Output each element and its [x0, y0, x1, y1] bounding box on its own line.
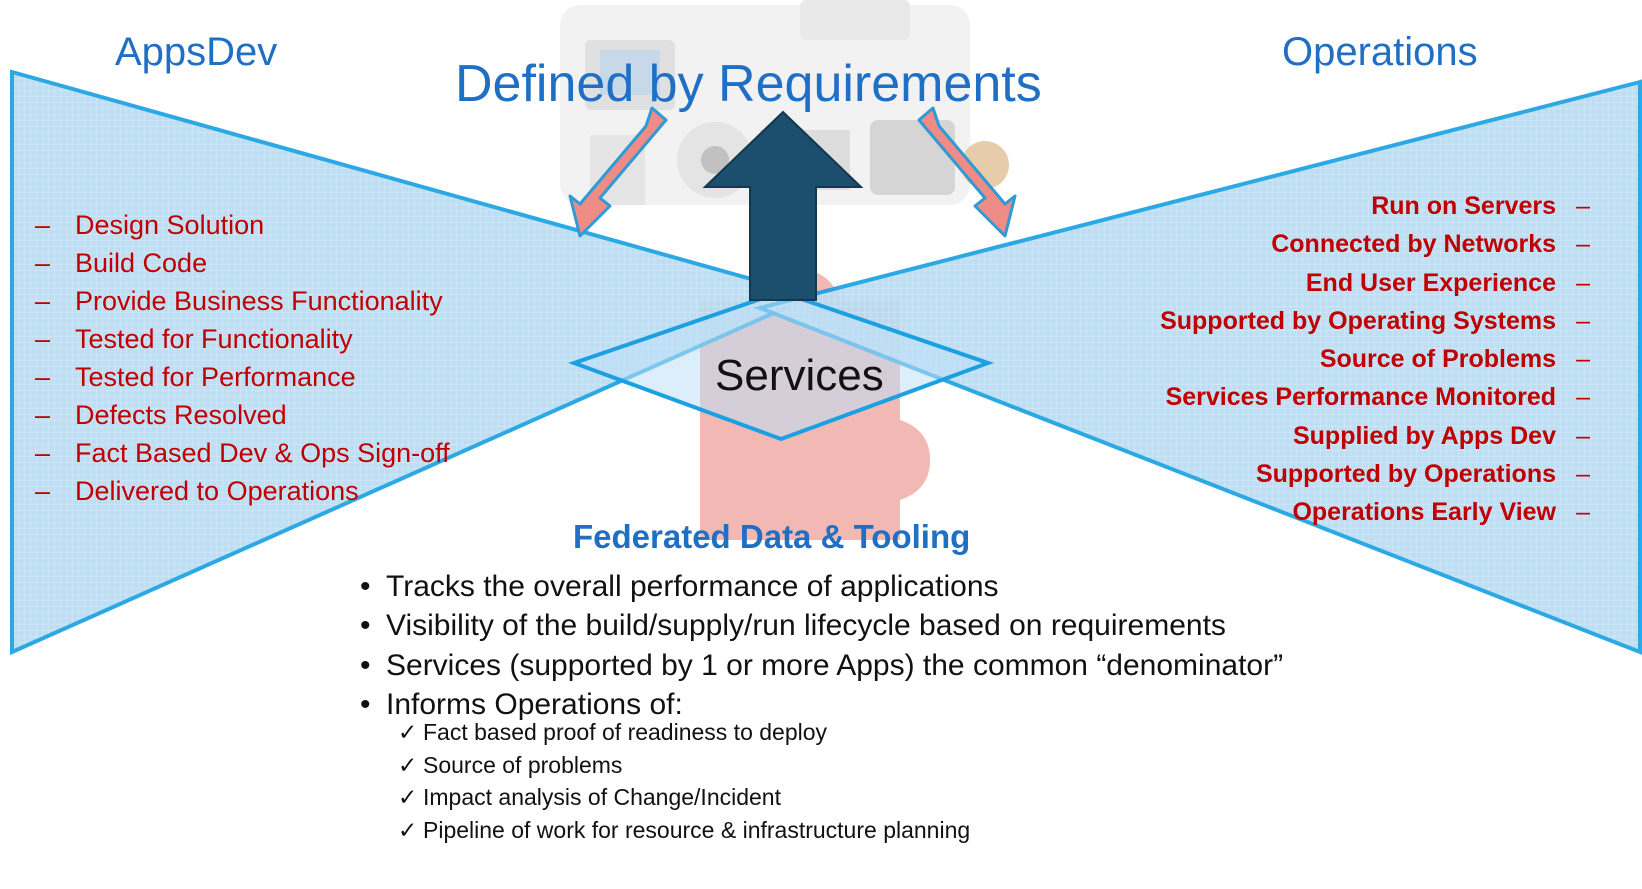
appsdev-item: –Build Code — [35, 248, 208, 278]
appsdev-item: –Defects Resolved — [35, 400, 287, 430]
operations-informs-list: ✓Fact based proof of readiness to deploy… — [398, 716, 970, 847]
operations-item: Operations Early View– — [1292, 498, 1590, 527]
federated-bullets: •Tracks the overall performance of appli… — [352, 567, 1283, 724]
operations-header: Operations — [1282, 30, 1478, 74]
check-icon: ✓ — [398, 719, 418, 745]
operations-item: Services Performance Monitored– — [1165, 383, 1590, 412]
federated-title: Federated Data & Tooling — [573, 518, 971, 555]
appsdev-item: –Design Solution — [35, 210, 265, 240]
check-item: ✓Impact analysis of Change/Incident — [398, 781, 970, 814]
down-right-arrow — [917, 106, 1017, 238]
bullet-item: •Services (supported by 1 or more Apps) … — [360, 648, 1284, 682]
up-arrow — [702, 110, 864, 301]
appsdev-wedge — [10, 69, 818, 656]
appsdev-item: –Tested for Performance — [35, 362, 356, 392]
operations-item: Connected by Networks– — [1271, 230, 1590, 259]
defined-by-requirements-title: Defined by Requirements — [455, 55, 1042, 113]
operations-wedge — [753, 79, 1642, 655]
appsdev-item: –Fact Based Dev & Ops Sign-off — [35, 438, 450, 468]
operations-item: Run on Servers– — [1371, 192, 1590, 220]
appsdev-item: –Tested for Functionality — [35, 324, 353, 354]
check-item: ✓Pipeline of work for resource & infrast… — [398, 814, 970, 847]
operations-item: Source of Problems– — [1319, 345, 1590, 374]
appsdev-item: –Provide Business Functionality — [35, 286, 443, 316]
check-item: ✓Source of problems — [398, 749, 970, 782]
check-icon: ✓ — [398, 751, 418, 778]
services-label: Services — [715, 351, 884, 400]
operations-item: Supplied by Apps Dev– — [1292, 421, 1590, 450]
operations-item: End User Experience– — [1305, 268, 1590, 297]
operations-list: Run on Servers– Connected by Networks– E… — [1160, 187, 1590, 532]
check-icon: ✓ — [398, 784, 418, 811]
bullet-item: •Visibility of the build/supply/run life… — [360, 609, 1226, 643]
appsdev-item: –Delivered to Operations — [35, 476, 359, 506]
down-left-arrow — [568, 106, 668, 238]
check-item: ✓Fact based proof of readiness to deploy — [398, 716, 970, 749]
appsdev-list: –Design Solution –Build Code –Provide Bu… — [35, 206, 450, 510]
appsdev-header: AppsDev — [115, 30, 278, 74]
bullet-item: •Tracks the overall performance of appli… — [360, 570, 999, 603]
services-diamond — [568, 289, 994, 442]
operations-item: Supported by Operating Systems– — [1160, 306, 1590, 335]
operations-item: Supported by Operations– — [1255, 460, 1590, 489]
check-icon: ✓ — [398, 817, 418, 844]
bullet-item: •Informs Operations of: — [360, 687, 683, 721]
